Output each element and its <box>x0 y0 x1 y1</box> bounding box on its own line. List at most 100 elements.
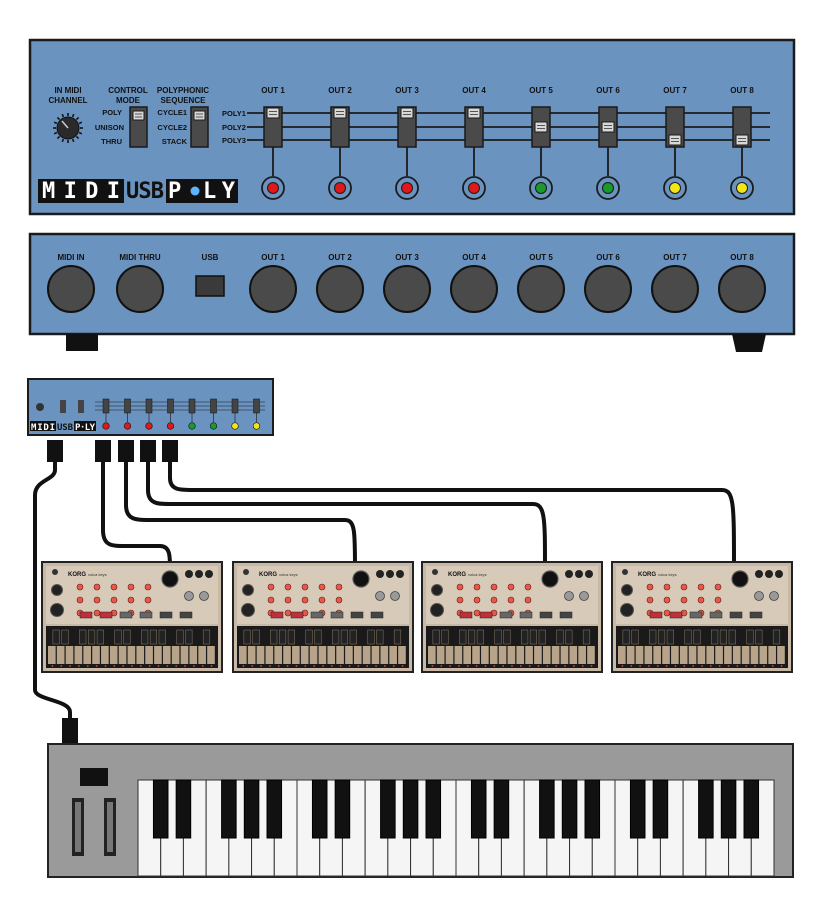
synth-key <box>618 646 626 664</box>
front-output-label: OUT 8 <box>730 86 754 95</box>
poly-assign-switch[interactable] <box>330 106 350 148</box>
din-socket[interactable] <box>584 265 632 313</box>
synth-key <box>92 646 100 664</box>
black-key[interactable] <box>311 779 328 839</box>
poly-assign-switch[interactable] <box>531 106 551 148</box>
synth-key <box>750 646 759 664</box>
black-key[interactable] <box>493 779 510 839</box>
din-socket[interactable] <box>517 265 565 313</box>
mini-switch <box>60 400 66 413</box>
poly-assign-switch[interactable] <box>263 106 283 148</box>
logo-dot <box>190 186 200 196</box>
synth-key <box>136 646 145 664</box>
black-key[interactable] <box>584 779 601 839</box>
status-led <box>401 182 413 194</box>
synth-key <box>569 646 578 664</box>
black-key[interactable] <box>561 779 578 839</box>
black-key[interactable] <box>152 779 169 839</box>
din-socket[interactable] <box>651 265 699 313</box>
black-key[interactable] <box>652 779 669 839</box>
synth-key <box>171 646 180 664</box>
status-led <box>468 182 480 194</box>
black-key[interactable] <box>539 779 555 839</box>
status-led <box>535 182 547 194</box>
din-socket[interactable] <box>718 265 766 313</box>
poly-assign-switch[interactable] <box>464 106 484 148</box>
synth-key <box>578 646 586 664</box>
black-key[interactable] <box>175 779 192 839</box>
din-socket[interactable] <box>316 265 364 313</box>
led-ring <box>462 176 486 200</box>
synth-key <box>265 646 274 664</box>
mini-out-switch <box>231 398 239 414</box>
mini-out-switch <box>188 398 196 414</box>
synth-key <box>481 646 489 664</box>
mini-led <box>188 422 196 430</box>
poly-seq-switch[interactable] <box>190 106 209 148</box>
pitch-wheel[interactable] <box>72 798 84 856</box>
synth-key <box>671 646 679 664</box>
mini-led <box>166 422 175 430</box>
din-socket[interactable] <box>383 265 431 313</box>
control-mode-thru: THRU <box>101 137 122 146</box>
synth-knob <box>431 584 443 596</box>
back-port-label: OUT 5 <box>529 253 553 262</box>
poly-assign-switch[interactable] <box>598 106 618 148</box>
black-key[interactable] <box>334 779 351 839</box>
poly-assign-switch[interactable] <box>665 106 685 148</box>
synth-key <box>362 646 371 664</box>
back-foot-right <box>732 334 766 352</box>
control-mode-switch[interactable] <box>129 106 148 148</box>
black-key[interactable] <box>743 779 760 839</box>
black-key[interactable] <box>425 779 442 839</box>
led-ring <box>395 176 419 200</box>
black-key[interactable] <box>380 779 396 839</box>
mod-wheel[interactable] <box>104 798 116 856</box>
synth-key <box>587 646 595 664</box>
synth-key <box>454 646 463 664</box>
led-ring <box>529 176 553 200</box>
black-key[interactable] <box>221 779 237 839</box>
synth-key <box>759 646 768 664</box>
synth-model: volca keys <box>279 572 298 577</box>
black-key[interactable] <box>720 779 737 839</box>
master-keyboard <box>47 743 794 878</box>
synth-key <box>239 646 247 664</box>
poly-row-2-label: POLY2 <box>222 123 246 132</box>
poly-seq-stack: STACK <box>162 137 188 146</box>
mini-led <box>252 422 261 430</box>
synth-key <box>154 646 162 664</box>
channel-knob[interactable] <box>53 113 83 143</box>
black-key[interactable] <box>266 779 283 839</box>
black-key[interactable] <box>402 779 419 839</box>
black-key[interactable] <box>698 779 714 839</box>
poly-assign-switch[interactable] <box>732 106 752 148</box>
back-port-8: OUT 5 <box>517 253 565 313</box>
mini-knob <box>36 403 44 411</box>
poly-assign-switch[interactable] <box>397 106 417 148</box>
synth-key <box>445 646 454 664</box>
black-key[interactable] <box>470 779 487 839</box>
synth-key <box>715 646 723 664</box>
usb-port[interactable] <box>195 275 225 297</box>
din-socket[interactable] <box>47 265 95 313</box>
synth-key <box>697 646 706 664</box>
synth-model: volca keys <box>658 572 677 577</box>
black-key[interactable] <box>629 779 646 839</box>
synth-key <box>688 646 697 664</box>
synth-key <box>371 646 380 664</box>
back-port-4: OUT 1 <box>249 253 297 313</box>
din-socket[interactable] <box>450 265 498 313</box>
in-midi-label-2: CHANNEL <box>48 96 87 105</box>
plug-out-1 <box>95 440 111 462</box>
din-socket[interactable] <box>249 265 297 313</box>
synth-key <box>48 646 56 664</box>
plug-keyboard-top <box>47 440 63 462</box>
control-mode-label-1: CONTROL <box>108 86 148 95</box>
din-socket[interactable] <box>116 265 164 313</box>
black-key[interactable] <box>243 779 260 839</box>
back-port-10: OUT 7 <box>651 253 699 313</box>
